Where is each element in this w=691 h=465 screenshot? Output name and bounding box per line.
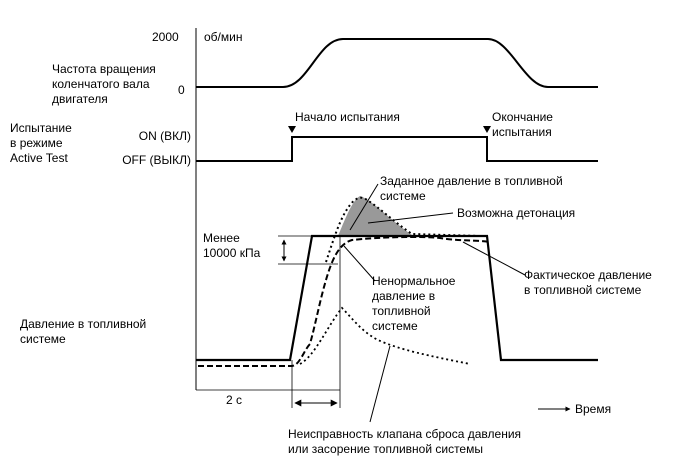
target-pressure-curve — [196, 234, 598, 362]
abnormal-pressure-label: Ненормальное давление в топливной систем… — [372, 274, 455, 334]
rpm-value-low: 0 — [178, 83, 185, 97]
end-marker-icon — [483, 126, 491, 133]
pressure-label-line: Давление в топливной — [20, 317, 147, 331]
active-test-label-line: Испытание — [10, 121, 72, 135]
less-label: Менее 10000 кПа — [203, 231, 260, 261]
interval-label: 2 с — [226, 393, 243, 407]
detonation-label: Возможна детонация — [457, 206, 576, 220]
pressure-label-line: системе — [20, 332, 66, 346]
less-label-line: Менее — [203, 231, 240, 245]
rpm-label: Частота вращения коленчатого вала двигат… — [52, 62, 156, 107]
start-marker-icon — [288, 126, 296, 133]
end-label: Окончание испытания — [492, 110, 553, 140]
detonation-area — [338, 196, 412, 236]
target-pressure-label-line: системе — [380, 189, 426, 203]
fault-label: Неисправность клапана сброса давления ил… — [288, 427, 521, 457]
less-label-line: 10000 кПа — [203, 246, 261, 260]
target-pressure-label-line: Заданное давление в топливной — [380, 174, 563, 188]
rpm-value-high: 2000 — [152, 30, 179, 44]
abnormal-pressure-label-line: давление в — [372, 289, 436, 303]
actual-pressure-label-line: Фактическое давление — [524, 268, 652, 282]
fault-label-line: Неисправность клапана сброса давления — [288, 427, 522, 441]
leader-target — [349, 183, 379, 231]
active-test-label: Испытание в режиме Active Test — [10, 121, 72, 166]
leader-abnormal — [343, 245, 376, 282]
leader-fault — [369, 345, 391, 423]
leader-detonation — [367, 212, 454, 224]
active-test-curve — [196, 136, 598, 162]
rpm-label-line: двигателя — [52, 92, 108, 106]
rpm-label-line: Частота вращения — [52, 62, 156, 76]
end-label-line: испытания — [492, 125, 552, 139]
time-label: Время — [575, 402, 612, 416]
fault-pressure-curve — [299, 306, 471, 365]
active-test-label-line: в режиме — [10, 136, 63, 150]
rpm-label-line: коленчатого вала — [52, 77, 150, 91]
abnormal-pressure-label-line: Ненормальное — [372, 274, 456, 288]
end-label-line: Окончание — [492, 110, 553, 124]
fault-label-line: или засорение топливной системы — [288, 442, 483, 456]
pressure-label: Давление в топливной системе — [20, 317, 146, 347]
leader-actual — [462, 241, 526, 276]
target-pressure-label: Заданное давление в топливной системе — [380, 174, 563, 204]
off-label: OFF (ВЫКЛ) — [122, 153, 191, 167]
actual-pressure-label-line: в топливной системе — [524, 283, 642, 297]
start-label: Начало испытания — [295, 110, 400, 124]
rpm-curve — [196, 38, 598, 88]
actual-pressure-label: Фактическое давление в топливной системе — [524, 268, 652, 298]
rpm-unit: об/мин — [204, 30, 243, 44]
active-test-label-line: Active Test — [10, 151, 68, 165]
abnormal-pressure-label-line: системе — [372, 319, 418, 333]
actual-pressure-curve — [198, 235, 491, 367]
abnormal-pressure-label-line: топливной — [372, 304, 431, 318]
on-label: ON (ВКЛ) — [138, 129, 191, 143]
abnormal-pressure-curve — [325, 196, 481, 263]
